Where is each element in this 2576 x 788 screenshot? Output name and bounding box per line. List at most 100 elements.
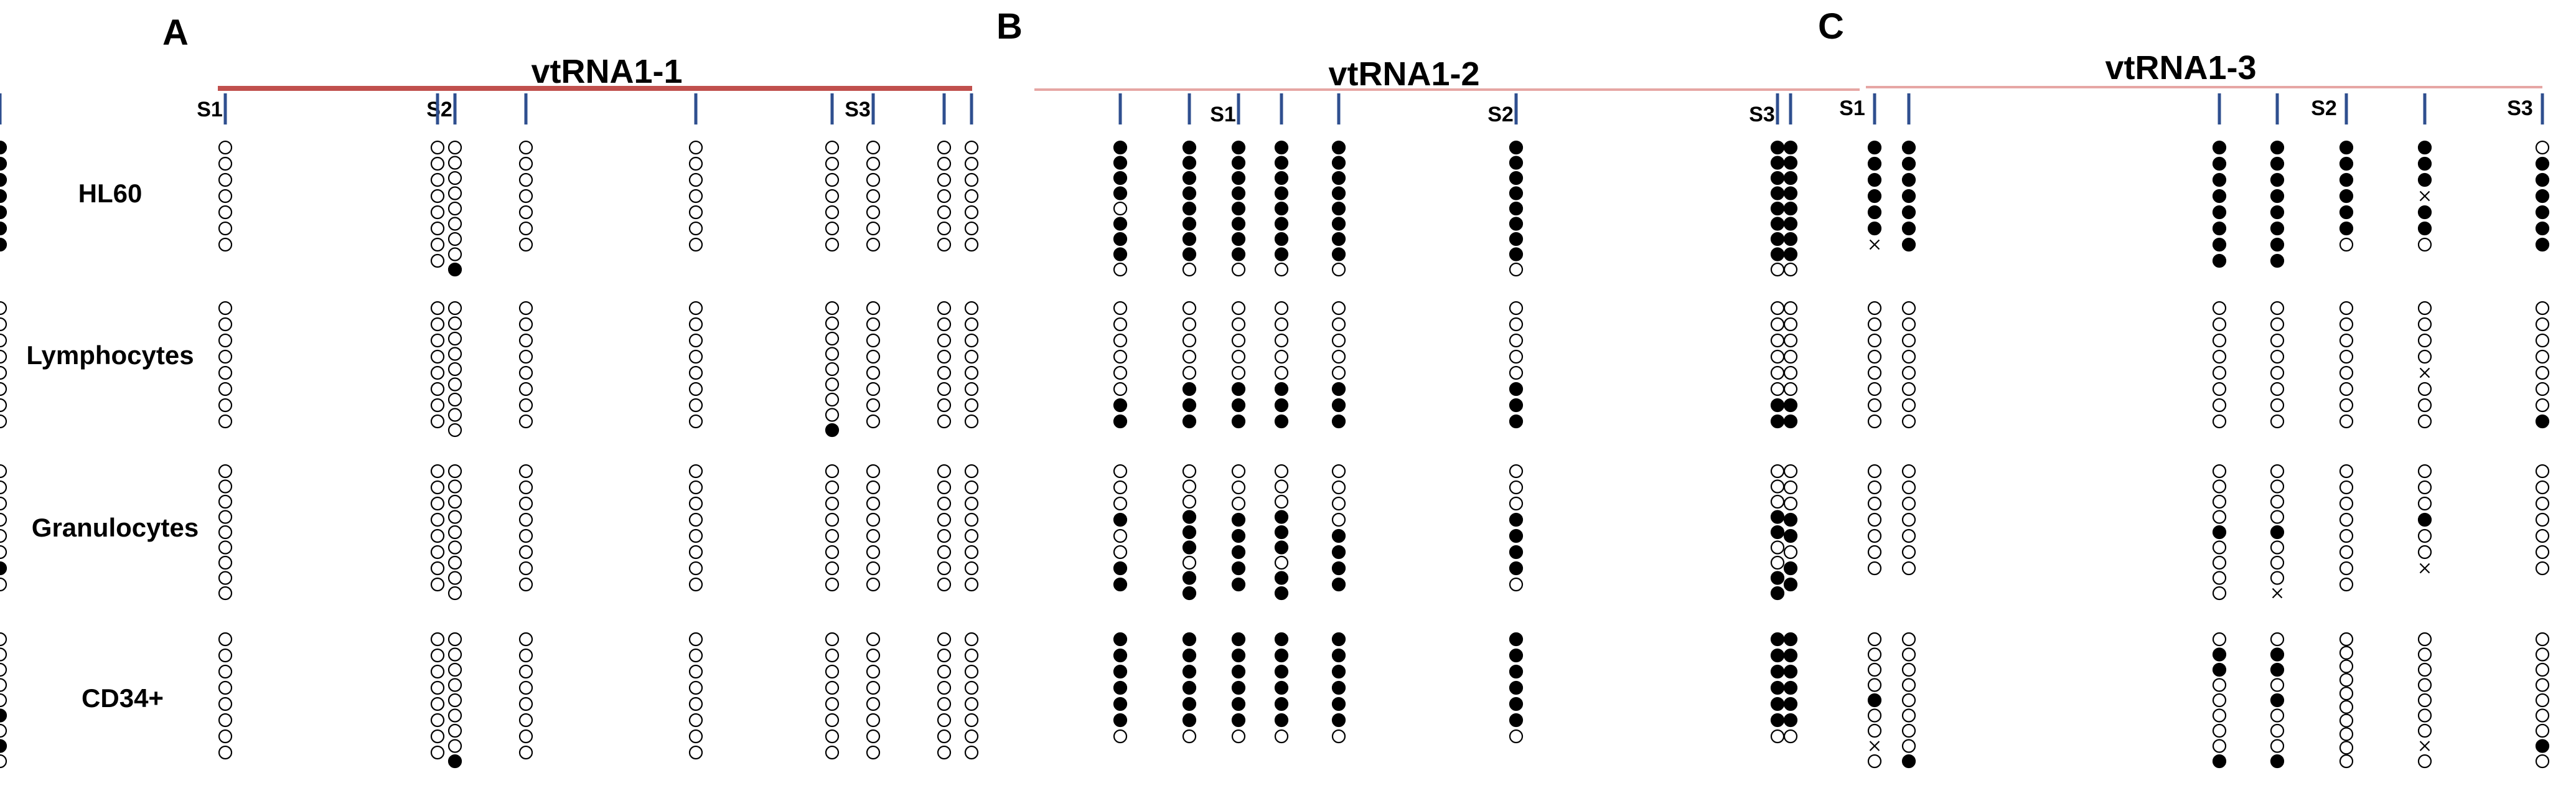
methylated-cpg bbox=[2535, 172, 2550, 187]
methylated-cpg bbox=[1274, 586, 1289, 601]
unmethylated-cpg bbox=[937, 301, 952, 316]
unmethylated-cpg bbox=[1182, 729, 1197, 744]
unmethylated-cpg bbox=[825, 156, 840, 171]
unmethylated-cpg bbox=[2270, 398, 2285, 413]
unmethylated-cpg bbox=[2270, 301, 2285, 316]
unmethylated-cpg bbox=[1770, 464, 1785, 479]
unmethylated-cpg bbox=[688, 697, 703, 711]
methylated-cpg bbox=[1113, 156, 1128, 170]
methylated-cpg bbox=[1770, 201, 1785, 216]
unmethylated-cpg bbox=[825, 301, 840, 316]
methylated-cpg bbox=[2535, 237, 2550, 252]
unmethylated-cpg bbox=[688, 545, 703, 560]
unmethylated-cpg bbox=[2339, 687, 2354, 701]
unmethylated-cpg bbox=[688, 414, 703, 429]
unmethylated-cpg bbox=[1113, 317, 1128, 332]
methylated-cpg bbox=[2417, 172, 2432, 187]
unmethylated-cpg bbox=[2417, 647, 2432, 662]
methylated-cpg bbox=[1274, 510, 1289, 524]
unmethylated-cpg bbox=[218, 317, 233, 332]
unmethylated-cpg bbox=[2535, 349, 2550, 364]
unmethylated-cpg bbox=[518, 464, 533, 479]
unmethylated-cpg bbox=[866, 713, 881, 728]
unmethylated-cpg bbox=[866, 317, 881, 332]
methylated-cpg bbox=[1231, 512, 1246, 527]
unmethylated-cpg bbox=[866, 398, 881, 413]
unmethylated-cpg bbox=[447, 347, 462, 361]
methylated-cpg bbox=[1113, 577, 1128, 592]
unmethylated-cpg bbox=[866, 561, 881, 576]
unmethylated-cpg bbox=[2535, 140, 2550, 155]
unmethylated-cpg bbox=[2417, 528, 2432, 543]
unmethylated-cpg bbox=[2535, 662, 2550, 677]
unmethylated-cpg bbox=[1901, 545, 1916, 560]
methylated-cpg bbox=[2417, 140, 2432, 155]
gene-title: vtRNA1-1 bbox=[531, 53, 682, 90]
unmethylated-cpg bbox=[2535, 678, 2550, 692]
methylated-cpg bbox=[1770, 398, 1785, 413]
unmethylated-cpg bbox=[1867, 414, 1882, 429]
unmethylated-cpg bbox=[866, 365, 881, 380]
unmethylated-cpg bbox=[2535, 464, 2550, 479]
unmethylated-cpg bbox=[937, 512, 952, 527]
unmethylated-cpg bbox=[937, 333, 952, 348]
unmethylated-cpg bbox=[430, 745, 445, 760]
unmethylated-cpg bbox=[1783, 333, 1798, 348]
methylated-cpg bbox=[1901, 205, 1916, 220]
methylated-cpg bbox=[0, 561, 7, 576]
methylated-cpg bbox=[2270, 754, 2285, 769]
unmethylated-cpg bbox=[0, 333, 7, 348]
methylated-cpg bbox=[1231, 156, 1246, 170]
unmethylated-cpg bbox=[937, 382, 952, 396]
unmethylated-cpg bbox=[866, 745, 881, 760]
unmethylated-cpg bbox=[218, 414, 233, 429]
unmethylated-cpg bbox=[937, 561, 952, 576]
unmethylated-cpg bbox=[0, 662, 7, 677]
methylated-cpg bbox=[1783, 247, 1798, 261]
unmethylated-cpg bbox=[866, 349, 881, 364]
unmethylated-cpg bbox=[866, 205, 881, 220]
unmethylated-cpg bbox=[1867, 398, 1882, 413]
unmethylated-cpg bbox=[518, 237, 533, 252]
unmethylated-cpg bbox=[825, 237, 840, 252]
methylated-cpg bbox=[2212, 205, 2227, 220]
unmethylated-cpg bbox=[2535, 708, 2550, 723]
unmethylated-cpg bbox=[1231, 333, 1246, 348]
unmethylated-cpg bbox=[0, 496, 7, 511]
unmethylated-cpg bbox=[218, 172, 233, 187]
methylated-cpg bbox=[2212, 647, 2227, 662]
methylated-cpg bbox=[1331, 545, 1346, 560]
methylated-cpg bbox=[2339, 205, 2354, 220]
unmethylated-cpg bbox=[825, 140, 840, 155]
unmethylated-cpg bbox=[2417, 333, 2432, 348]
unmethylated-cpg bbox=[2535, 528, 2550, 543]
unmethylated-cpg bbox=[518, 745, 533, 760]
methylated-cpg bbox=[1867, 693, 1882, 708]
unmethylated-cpg bbox=[218, 494, 233, 509]
unmethylated-cpg bbox=[430, 561, 445, 576]
unmethylated-cpg bbox=[937, 349, 952, 364]
unmethylated-cpg bbox=[866, 382, 881, 396]
unmethylated-cpg bbox=[518, 713, 533, 728]
unmethylated-cpg bbox=[964, 729, 979, 744]
unmethylated-cpg bbox=[2339, 349, 2354, 364]
unmethylated-cpg bbox=[937, 237, 952, 252]
unmethylated-cpg bbox=[2535, 754, 2550, 769]
unmethylated-cpg bbox=[2270, 632, 2285, 647]
unmethylated-cpg bbox=[866, 496, 881, 511]
unmethylated-cpg bbox=[518, 414, 533, 429]
unmethylated-cpg bbox=[1231, 262, 1246, 277]
methylated-cpg bbox=[1331, 697, 1346, 711]
unmethylated-cpg bbox=[2417, 464, 2432, 479]
panel-letter: A bbox=[162, 12, 189, 53]
unmethylated-cpg bbox=[218, 540, 233, 555]
methylated-cpg bbox=[1901, 189, 1916, 204]
unmethylated-cpg bbox=[2212, 365, 2227, 380]
unmethylated-cpg bbox=[518, 480, 533, 495]
unmethylated-cpg bbox=[430, 156, 445, 171]
methylated-cpg bbox=[1231, 171, 1246, 185]
methylated-cpg bbox=[2417, 205, 2432, 220]
methylated-cpg bbox=[1509, 648, 1524, 663]
unmethylated-cpg bbox=[447, 632, 462, 647]
